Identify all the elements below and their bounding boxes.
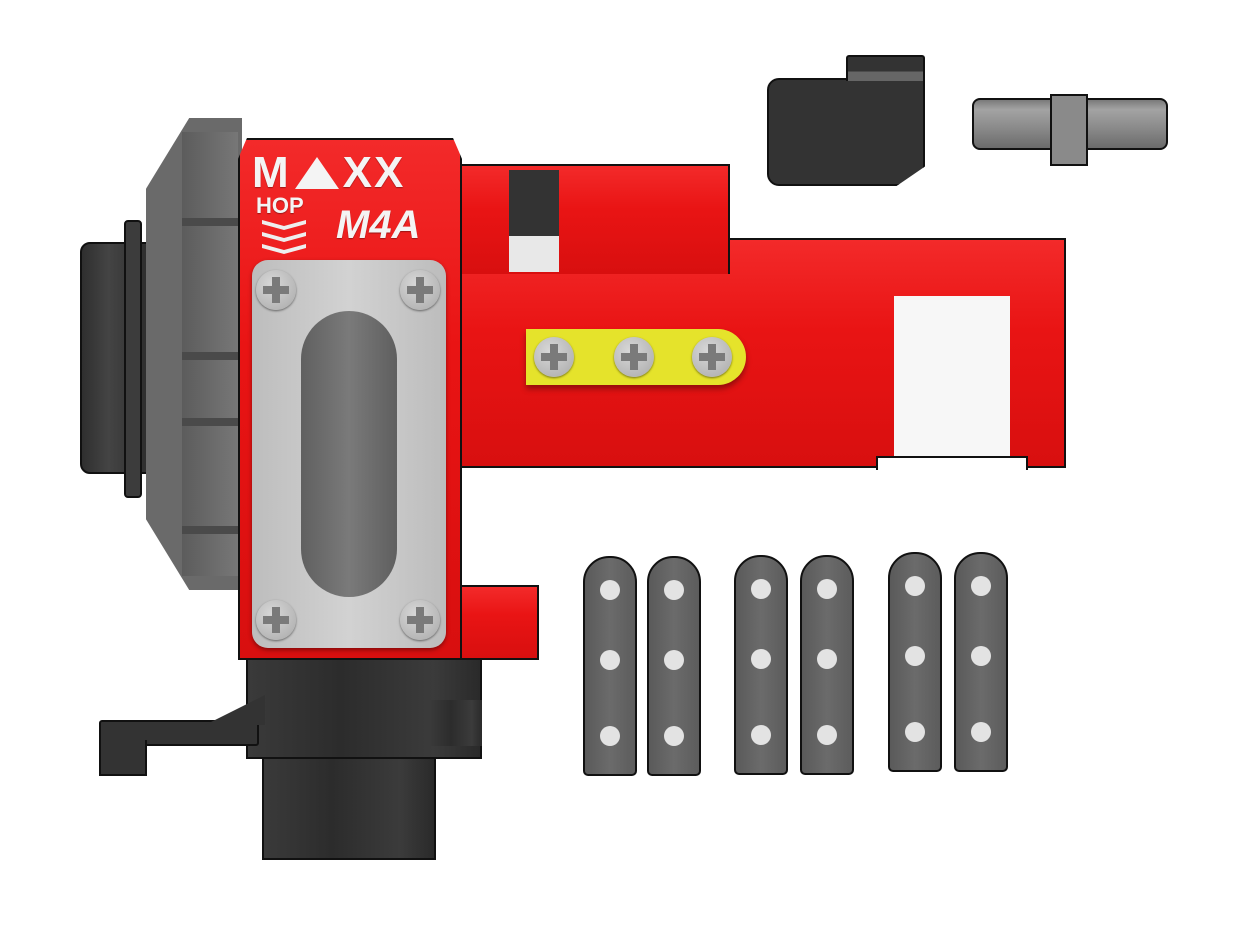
white-window	[894, 296, 1010, 456]
shim	[800, 555, 854, 775]
screw-icon	[256, 600, 296, 640]
barrel-notch	[876, 456, 1028, 470]
shim	[583, 556, 637, 776]
gear-tooth	[182, 352, 238, 360]
shim	[954, 552, 1008, 772]
adjuster-arm	[526, 329, 746, 385]
gear-tooth	[182, 418, 238, 426]
mount-arm-foot	[99, 740, 147, 776]
dark-insert	[509, 170, 559, 236]
screw-icon	[400, 600, 440, 640]
gear-tooth	[182, 218, 238, 226]
screw-icon	[400, 270, 440, 310]
model-label: M4A	[336, 203, 421, 247]
upper-block	[440, 164, 730, 274]
pin-collar	[1050, 94, 1088, 166]
rear-flange-lip	[124, 220, 142, 498]
screw-icon	[256, 270, 296, 310]
screw-icon	[614, 337, 654, 377]
shim	[647, 556, 701, 776]
shim	[888, 552, 942, 772]
side-lug	[455, 585, 539, 660]
brand-sub: HOP	[256, 193, 304, 218]
triangle-icon	[294, 157, 339, 189]
screw-icon	[692, 337, 732, 377]
chevron-icon	[262, 220, 306, 254]
white-insert	[509, 236, 559, 272]
spacer-block-top	[846, 55, 925, 81]
screw-icon	[534, 337, 574, 377]
lower-step	[430, 700, 482, 746]
mount-arm-ramp	[205, 695, 265, 725]
spacer-block	[767, 78, 925, 186]
shim	[734, 555, 788, 775]
gear-tooth	[182, 526, 238, 534]
window-plate	[252, 260, 446, 648]
feed-nozzle	[262, 744, 436, 860]
plate-slot	[301, 311, 397, 597]
